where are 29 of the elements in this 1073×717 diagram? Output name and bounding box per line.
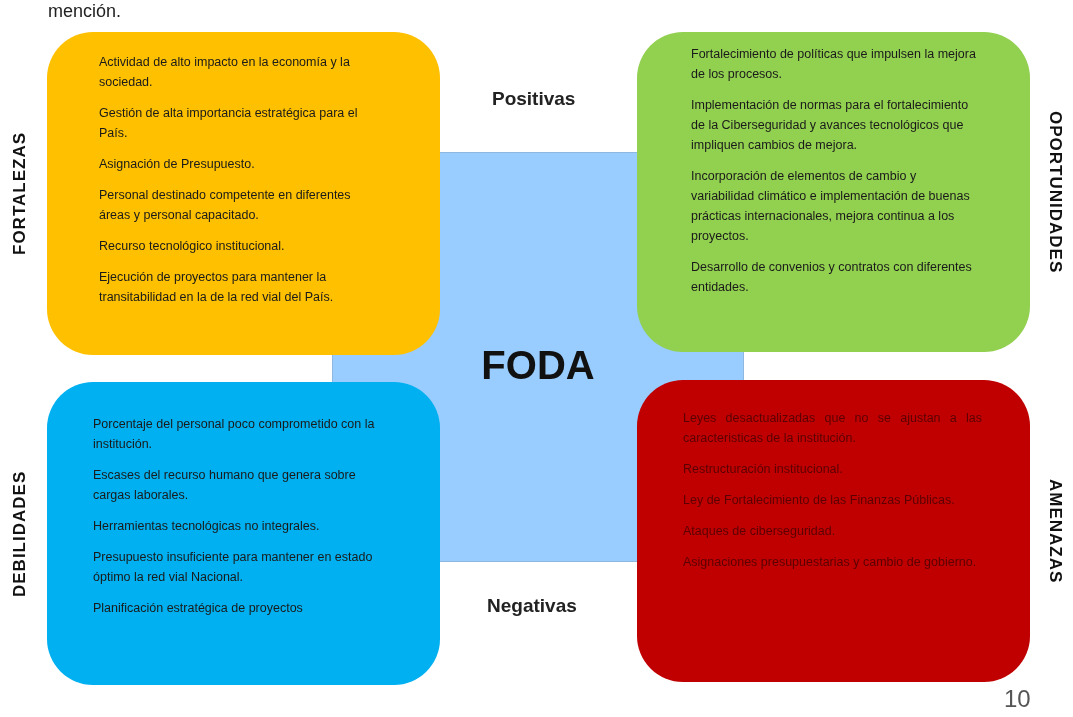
list-item: Leyes desactualizadas que no se ajustan a las caracteristicas de la institución. bbox=[683, 410, 982, 447]
list-item: Planificación estratégica de proyectos bbox=[93, 600, 304, 617]
quadrant-heading: FORTALEZAS bbox=[9, 131, 30, 257]
list-item: Herramientas tecnológicas no integrales. bbox=[93, 518, 321, 535]
list-item: Porcentaje del personal poco comprometido con la institución. bbox=[93, 416, 376, 453]
list-item: Fortalecimiento de políticas que impulsen la mejora de los procesos. bbox=[691, 46, 977, 83]
list-item: Desarrollo de convenios y contratos con diferentes entidades. bbox=[691, 259, 973, 296]
list-item: Ejecución de proyectos para mantener la transitabilidad en la de la red vial del País. bbox=[99, 269, 335, 306]
quadrant-heading: OPORTUNIDADES bbox=[1045, 109, 1066, 276]
axis-label: Negativas bbox=[487, 596, 577, 617]
list-item: Asignación de Presupuesto. bbox=[99, 156, 256, 173]
list-item: Incorporación de elementos de cambio y variabilidad climático e implementación de buenas prácticas internacionales, mejora continua a los proyectos. bbox=[691, 168, 971, 245]
list-item: Implementación de normas para el fortalecimiento de la Ciberseguridad y avances tecnológicos que impliquen cambios de mejora. bbox=[691, 97, 970, 154]
list-item: Ley de Fortalecimiento de las Finanzas Públicas. bbox=[683, 492, 956, 509]
page-number: 10 bbox=[1004, 686, 1031, 713]
quadrant-heading: DEBILIDADES bbox=[9, 469, 30, 599]
list-item: Restructuración institucional. bbox=[683, 461, 844, 478]
axis-label: Positivas bbox=[492, 89, 576, 110]
quadrant-heading: AMENAZAS bbox=[1045, 477, 1066, 586]
note-text: mención. bbox=[48, 2, 122, 22]
list-item: Actividad de alto impacto en la economía y la sociedad. bbox=[99, 54, 351, 91]
list-item: Ataques de ciberseguridad. bbox=[683, 523, 837, 540]
list-item: Gestión de alta importancia estratégica para el País. bbox=[99, 105, 359, 142]
list-item: Personal destinado competente en diferentes áreas y personal capacitado. bbox=[99, 187, 352, 224]
center-title: FODA bbox=[481, 342, 595, 388]
list-item: Escases del recurso humano que genera sobre cargas laborales. bbox=[93, 467, 357, 504]
list-item: Recurso tecnológico institucional. bbox=[99, 238, 286, 255]
list-item: Asignaciones presupuestarias y cambio de gobierno. bbox=[683, 554, 978, 571]
list-item: Presupuesto insuficiente para mantener en estado óptimo la red vial Nacional. bbox=[93, 549, 374, 586]
